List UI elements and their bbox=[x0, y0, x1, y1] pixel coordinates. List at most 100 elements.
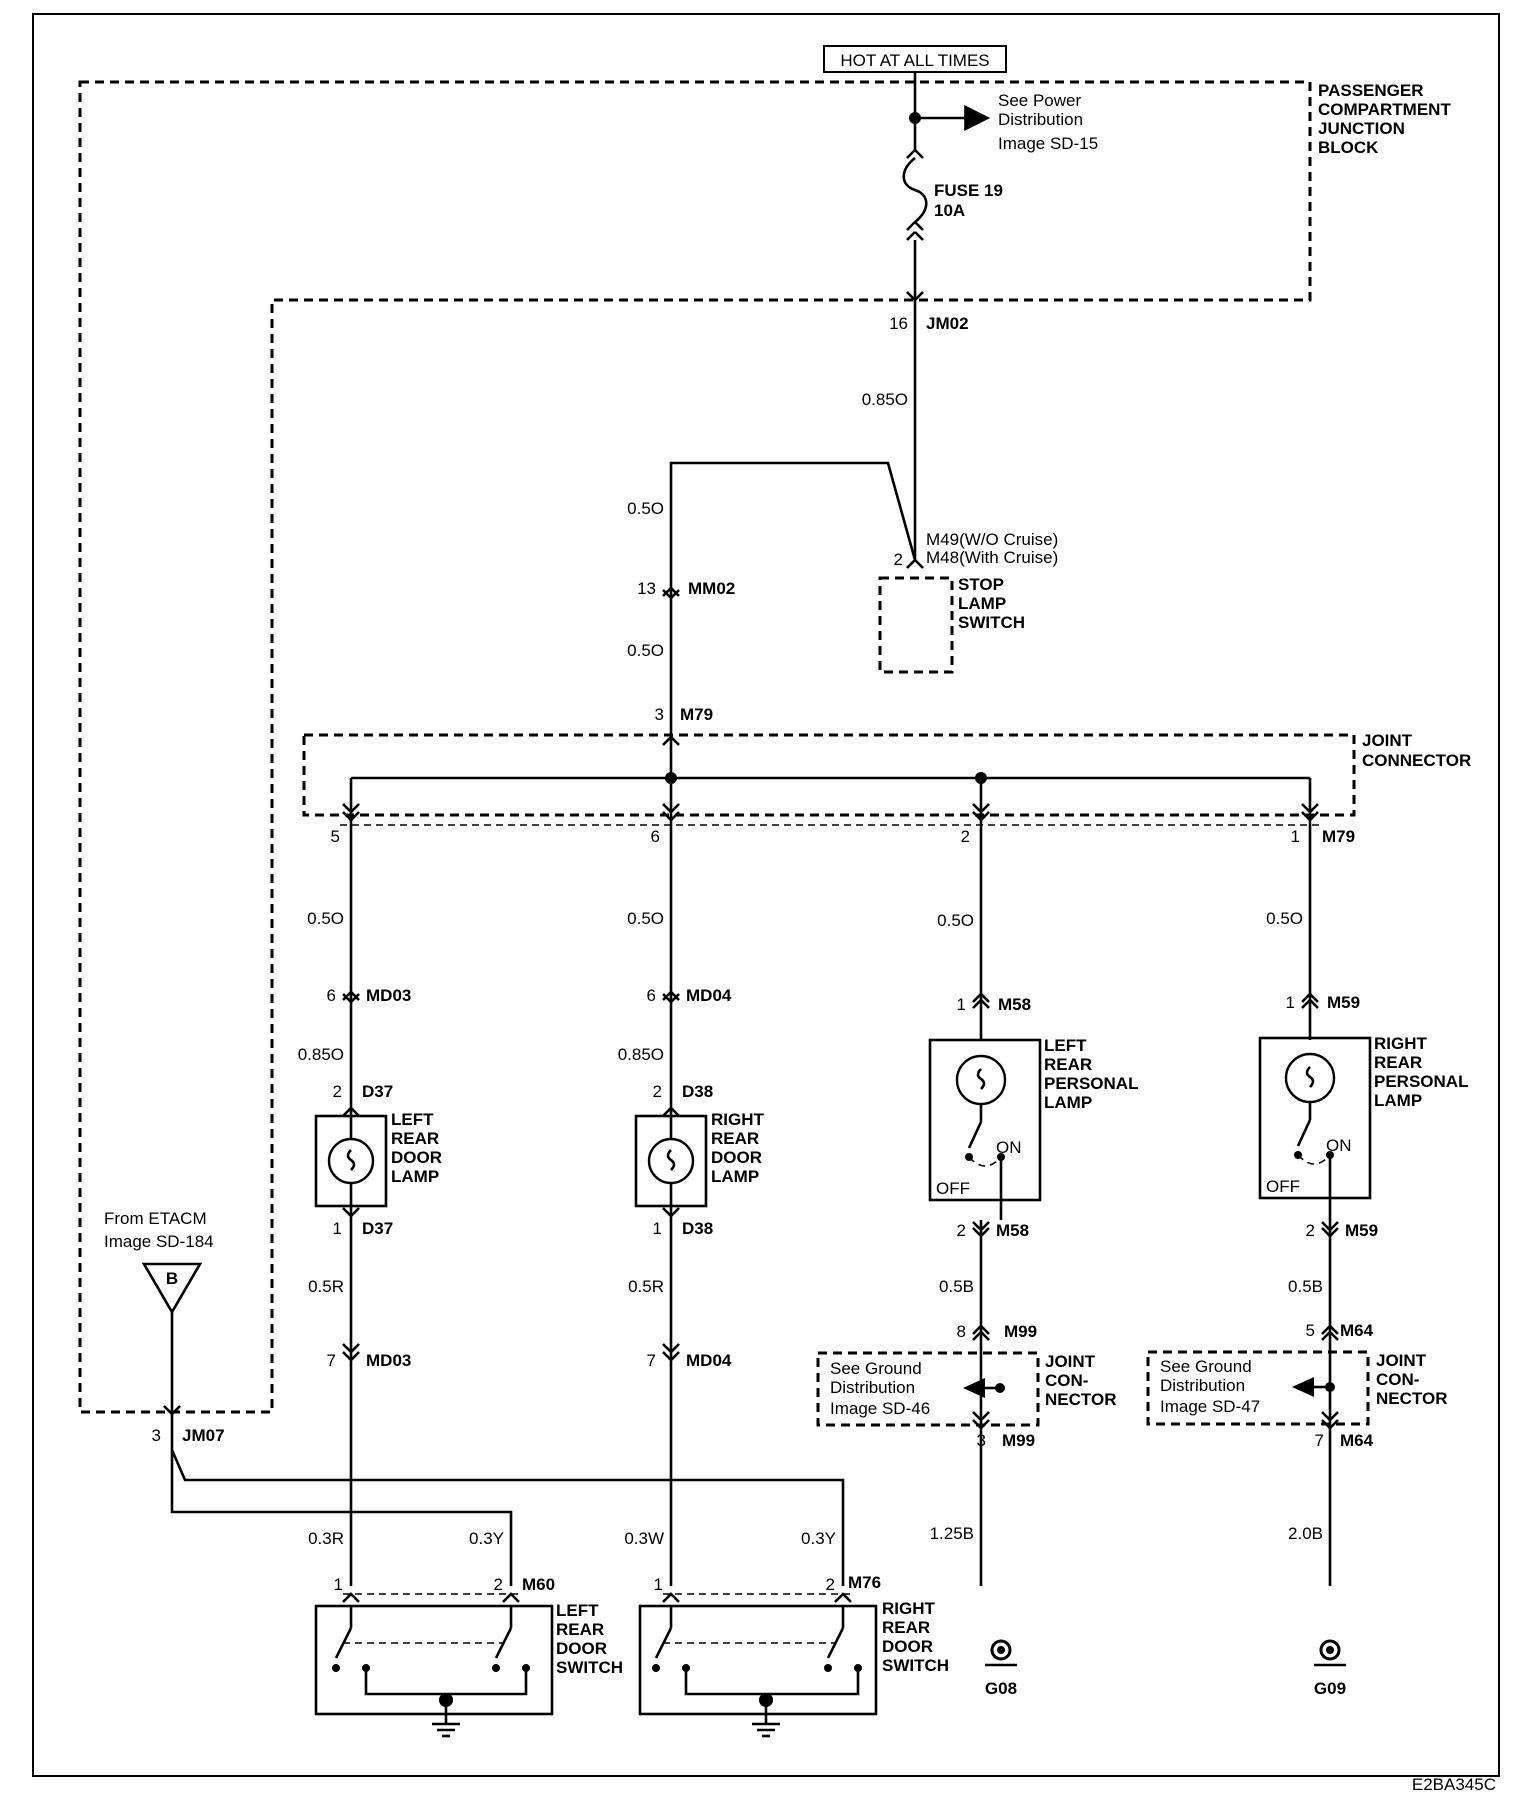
lds-wire1: 0.3R bbox=[308, 1529, 344, 1548]
ld-wire2: 0.85O bbox=[298, 1045, 344, 1064]
jm07-pin: 3 bbox=[152, 1426, 161, 1445]
lp-conn-top: M58 bbox=[998, 995, 1031, 1014]
lp-bot-pin: 2 bbox=[957, 1221, 966, 1240]
power-label: HOT AT ALL TIMES bbox=[840, 51, 989, 70]
jc-pin-5: 5 bbox=[331, 827, 340, 846]
rd-wire3: 0.5R bbox=[628, 1277, 664, 1296]
joint-label-1: JOINT bbox=[1362, 731, 1413, 750]
ld-wire1: 0.5O bbox=[307, 909, 344, 928]
rp-wire1: 0.5O bbox=[1266, 909, 1303, 928]
rp-l4: LAMP bbox=[1374, 1091, 1422, 1110]
lp-on: ON bbox=[996, 1138, 1022, 1157]
lp-wire2: 0.5B bbox=[939, 1277, 974, 1296]
lds-l2: REAR bbox=[556, 1620, 604, 1639]
rp-conn-bot: M59 bbox=[1345, 1221, 1378, 1240]
diagram-code: E2BA345C bbox=[1412, 1775, 1496, 1794]
stop-label-1: STOP bbox=[958, 575, 1004, 594]
left-rear-personal-lamp bbox=[928, 1038, 1042, 1202]
lp-see-1: See Ground bbox=[830, 1359, 922, 1378]
ld-lamp-conn-bot: D37 bbox=[362, 1219, 393, 1238]
lds-conn: M60 bbox=[522, 1575, 555, 1594]
joint-connector bbox=[302, 733, 1356, 817]
rp-switch-blade bbox=[1296, 1119, 1312, 1147]
rds-l1: RIGHT bbox=[882, 1599, 936, 1618]
rp-j-conn-out: M64 bbox=[1340, 1431, 1374, 1450]
ld-lamp-conn-top: D37 bbox=[362, 1082, 393, 1101]
fuse-name: FUSE 19 bbox=[934, 181, 1003, 200]
lp-wire3: 1.25B bbox=[930, 1524, 974, 1543]
rds-pin2: 2 bbox=[826, 1575, 835, 1594]
joint-label-2: CONNECTOR bbox=[1362, 751, 1471, 770]
rp-wire3: 2.0B bbox=[1288, 1524, 1323, 1543]
left-rear-door-switch bbox=[314, 1604, 554, 1716]
fuse-rating: 10A bbox=[934, 201, 965, 220]
stop-label-3: SWITCH bbox=[958, 613, 1025, 632]
lp-j-out-pin: 3 bbox=[977, 1431, 986, 1450]
lp-j-in-pin: 8 bbox=[957, 1322, 966, 1341]
lp-l1: LEFT bbox=[1044, 1036, 1087, 1055]
rd-lamp-l1: RIGHT bbox=[711, 1110, 765, 1129]
ld-md2-pin: 7 bbox=[327, 1351, 336, 1370]
fuse-symbol bbox=[902, 149, 928, 224]
lp-j-conn-out: M99 bbox=[1002, 1431, 1035, 1450]
etacm-from-1: From ETACM bbox=[104, 1209, 207, 1228]
rp-see-1: See Ground bbox=[1160, 1357, 1252, 1376]
ground-g09-symbol bbox=[1319, 1639, 1341, 1661]
rp-see-2: Distribution bbox=[1160, 1376, 1245, 1395]
rd-lamp-top-pin: 2 bbox=[653, 1082, 662, 1101]
rds-wire1: 0.3W bbox=[624, 1529, 664, 1548]
etacm-symbol bbox=[141, 1262, 203, 1315]
lds-pin1: 1 bbox=[334, 1575, 343, 1594]
rp-see-3: Image SD-47 bbox=[1160, 1397, 1260, 1416]
mm02-connector: MM02 bbox=[688, 579, 735, 598]
rp-j-l2: CON- bbox=[1376, 1370, 1419, 1389]
ld-lamp-bot-pin: 1 bbox=[333, 1219, 342, 1238]
rd-lamp-l2: REAR bbox=[711, 1129, 759, 1148]
rp-wire2: 0.5B bbox=[1288, 1277, 1323, 1296]
rd-md: MD04 bbox=[686, 986, 732, 1005]
lds-l4: SWITCH bbox=[556, 1658, 623, 1677]
rd-lamp-conn-top: D38 bbox=[682, 1082, 713, 1101]
lp-l4: LAMP bbox=[1044, 1093, 1092, 1112]
rp-off: OFF bbox=[1266, 1177, 1300, 1196]
lp-ground-arrow bbox=[963, 1378, 985, 1398]
lp-conn-bot: M58 bbox=[996, 1221, 1029, 1240]
rds-l4: SWITCH bbox=[882, 1656, 949, 1675]
right-rear-personal-lamp bbox=[1258, 1036, 1372, 1200]
lds-l1: LEFT bbox=[556, 1601, 599, 1620]
junction-block-label-2: COMPARTMENT bbox=[1318, 100, 1451, 119]
lp-off: OFF bbox=[936, 1179, 970, 1198]
right-rear-door-switch bbox=[638, 1604, 878, 1716]
power-see-3: Image SD-15 bbox=[998, 134, 1098, 153]
ld-lamp-l1: LEFT bbox=[391, 1110, 434, 1129]
wire-jm02: 0.85O bbox=[862, 390, 908, 409]
power-see-1: See Power bbox=[998, 91, 1081, 110]
m79-in-pin: 3 bbox=[655, 705, 664, 724]
stop-label-2: LAMP bbox=[958, 594, 1006, 613]
lp-see-3: Image SD-46 bbox=[830, 1399, 930, 1418]
rd-lamp-conn-bot: D38 bbox=[682, 1219, 713, 1238]
rd-wire1: 0.5O bbox=[627, 909, 664, 928]
ground-g08: G08 bbox=[985, 1679, 1017, 1698]
wire-stop-out: 0.5O bbox=[627, 499, 664, 518]
rp-l3: PERSONAL bbox=[1374, 1072, 1468, 1091]
stop-lamp-switch bbox=[878, 576, 954, 674]
lp-l3: PERSONAL bbox=[1044, 1074, 1138, 1093]
lp-j-l3: NECTOR bbox=[1045, 1390, 1116, 1409]
lp-j-l2: CON- bbox=[1045, 1371, 1088, 1390]
rd-wire2: 0.85O bbox=[618, 1045, 664, 1064]
rp-l2: REAR bbox=[1374, 1053, 1422, 1072]
rd-md2: MD04 bbox=[686, 1351, 732, 1370]
ld-lamp-l4: LAMP bbox=[391, 1167, 439, 1186]
lp-top-pin: 1 bbox=[957, 995, 966, 1014]
rd-md-pin: 6 bbox=[647, 986, 656, 1005]
rp-conn-top: M59 bbox=[1327, 993, 1360, 1012]
stop-conn-1: M49(W/O Cruise) bbox=[926, 530, 1058, 549]
ld-lamp-l2: REAR bbox=[391, 1129, 439, 1148]
ground-g08-symbol bbox=[990, 1639, 1012, 1661]
m79-in-connector: M79 bbox=[680, 705, 713, 724]
mm02-pin: 13 bbox=[637, 579, 656, 598]
ld-wire3: 0.5R bbox=[308, 1277, 344, 1296]
rp-j-out-pin: 7 bbox=[1315, 1431, 1324, 1450]
lp-ground-joint-connector bbox=[816, 1351, 1040, 1427]
